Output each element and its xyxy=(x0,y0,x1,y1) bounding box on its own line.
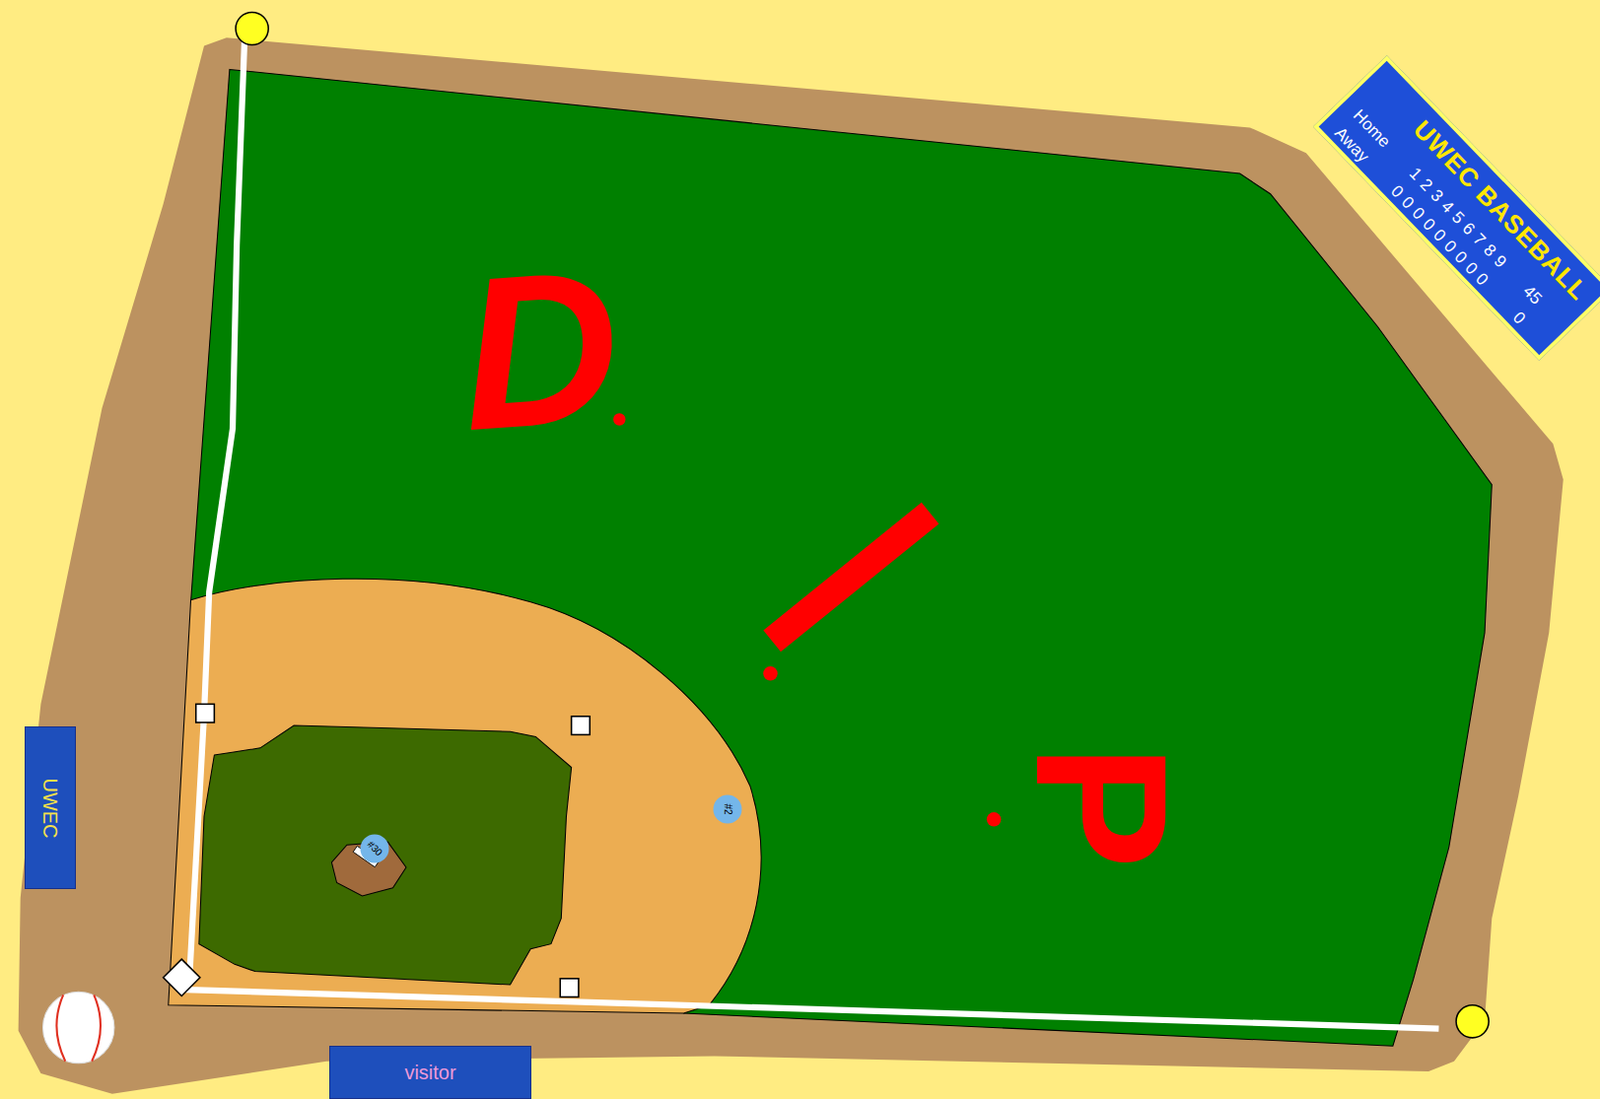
dugout-label: UWEC xyxy=(40,777,61,838)
dugout-box: UWEC xyxy=(24,726,76,890)
foul-pole xyxy=(235,11,269,45)
player-number: #2 xyxy=(722,803,733,815)
scoreboard-title: UWEC BASEBALL xyxy=(1408,116,1593,306)
foul-lines xyxy=(188,30,1439,1030)
home-plate xyxy=(163,959,201,996)
infield-grass xyxy=(199,725,572,985)
dugout-box: visitor xyxy=(329,1045,532,1099)
scoreboard: UWEC BASEBALLHomeAway1234567894500000000… xyxy=(1313,55,1600,361)
first-base xyxy=(559,978,579,998)
red-letter: I xyxy=(710,451,993,702)
third-base xyxy=(196,703,215,723)
second-base xyxy=(571,716,591,736)
infield-dirt xyxy=(168,578,762,1014)
player-marker: #30 xyxy=(359,834,390,864)
red-letter: P xyxy=(1008,744,1196,870)
baseball-seam xyxy=(91,994,101,1061)
scoreboard-text: 0 xyxy=(1510,308,1530,328)
player-circle-fill xyxy=(360,834,390,864)
baseball-icon xyxy=(42,991,114,1063)
red-dot xyxy=(986,812,1001,827)
player-circle-fill xyxy=(713,795,743,825)
outfield-grass xyxy=(191,69,1493,1046)
red-letter: D xyxy=(454,236,627,465)
dugout-label: visitor xyxy=(404,1062,456,1083)
player-marker: #2 xyxy=(712,794,743,825)
foul-pole xyxy=(1456,1005,1489,1039)
warning-track xyxy=(18,37,1564,1095)
scoreboard-text: 45 xyxy=(1520,281,1545,307)
baseball-seam xyxy=(56,994,66,1061)
